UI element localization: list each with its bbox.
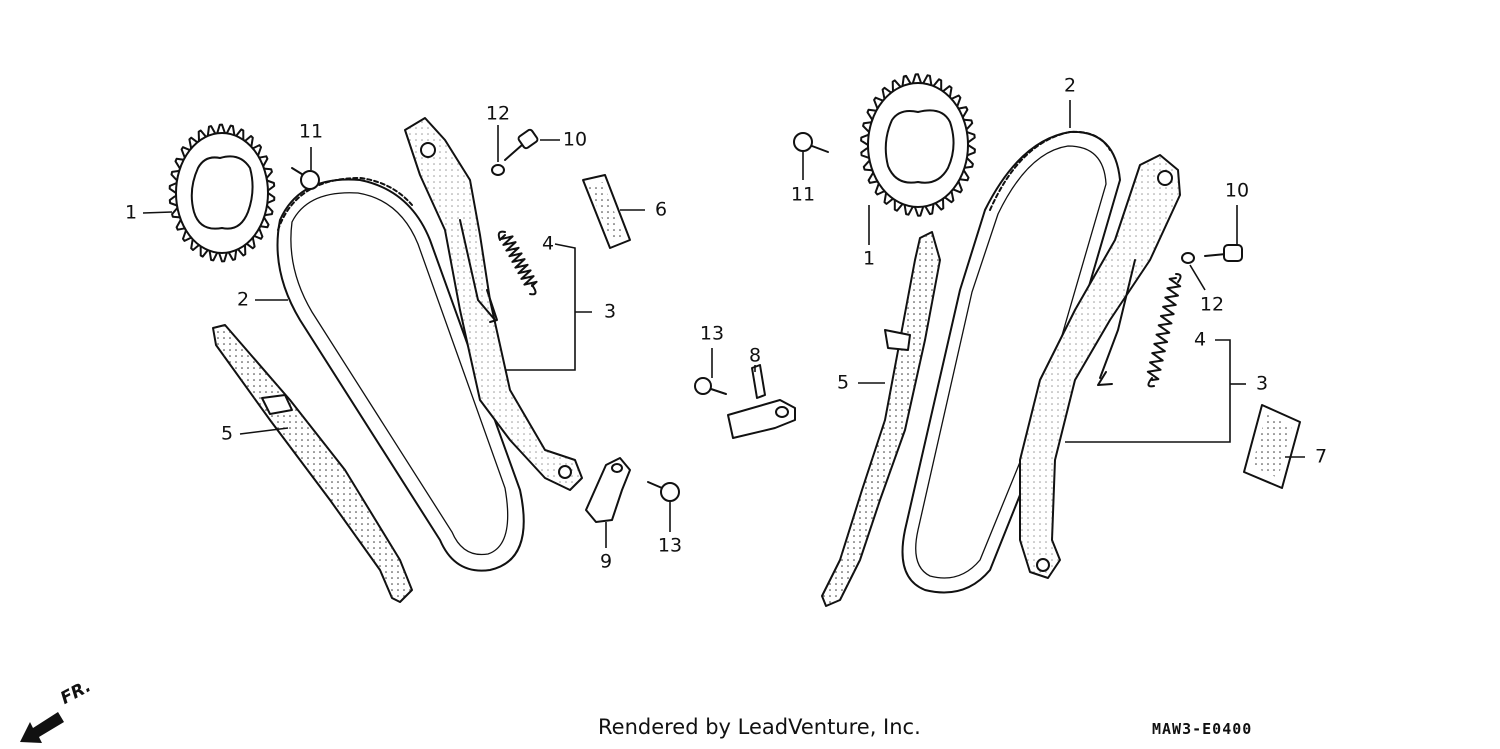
right-pad[interactable]	[1243, 404, 1301, 489]
callout-right-washer[interactable]: 12	[1200, 294, 1224, 316]
right-washer[interactable]	[1181, 252, 1195, 264]
right-chain-guide[interactable]	[821, 231, 941, 607]
left-sprocket-bolt[interactable]	[291, 167, 320, 190]
callout-left-pad[interactable]: 6	[655, 199, 667, 221]
right-sprocket[interactable]	[860, 73, 976, 217]
left-pad[interactable]	[582, 174, 631, 249]
callout-right-bolt-tensioner[interactable]: 10	[1225, 180, 1249, 202]
callout-left-bolt-sprocket[interactable]: 11	[299, 121, 323, 143]
callout-center-stopper[interactable]: 9	[600, 551, 612, 573]
left-chain-tensioner[interactable]	[404, 117, 583, 491]
callout-center-bolt-lower[interactable]: 13	[658, 535, 682, 557]
right-chain-tensioner[interactable]	[1019, 154, 1181, 579]
callout-right-pad[interactable]: 7	[1315, 446, 1327, 468]
diagram-code: MAW3-E0400	[1152, 720, 1253, 738]
left-chain-guide[interactable]	[212, 324, 413, 603]
right-cam-chain[interactable]	[901, 130, 1121, 594]
front-direction-arrow-icon	[20, 712, 64, 743]
render-credit: Rendered by LeadVenture, Inc.	[598, 715, 921, 739]
center-stopper[interactable]	[585, 457, 631, 523]
right-tensioner-spring[interactable]	[1146, 273, 1182, 388]
callout-right-bolt-sprocket[interactable]: 11	[791, 184, 815, 206]
callout-left-sprocket[interactable]: 1	[125, 202, 137, 224]
callout-left-chain[interactable]: 2	[237, 289, 249, 311]
callout-numbers: 1 2 3 4 5 6 12 10 11 13 8 9 13 1 2 3 4 5…	[125, 75, 1327, 573]
callout-right-sprocket[interactable]: 1	[863, 248, 875, 270]
center-plate[interactable]	[727, 364, 796, 439]
right-assembly	[793, 73, 1301, 607]
callout-left-guide[interactable]: 5	[221, 423, 233, 445]
callout-right-spring[interactable]: 4	[1194, 329, 1206, 351]
left-assembly	[168, 117, 631, 603]
right-sprocket-bolt[interactable]	[793, 132, 829, 153]
center-parts	[585, 364, 796, 523]
left-tensioner-spring[interactable]	[497, 230, 538, 296]
callout-center-plate[interactable]: 8	[749, 345, 761, 367]
callout-center-bolt-upper[interactable]: 13	[700, 323, 724, 345]
callout-left-washer[interactable]: 12	[486, 103, 510, 125]
left-sprocket[interactable]	[168, 123, 276, 263]
left-cam-chain[interactable]	[276, 177, 525, 572]
callout-left-bolt-tensioner[interactable]: 10	[563, 129, 587, 151]
callout-left-tensioner-assy[interactable]: 3	[604, 301, 616, 323]
leader-lines	[142, 100, 1305, 548]
callout-right-chain[interactable]: 2	[1064, 75, 1076, 97]
left-washer[interactable]	[491, 164, 505, 176]
left-tensioner-bolt[interactable]	[504, 128, 539, 161]
right-tensioner-bolt[interactable]	[1204, 244, 1243, 262]
callout-right-guide[interactable]: 5	[837, 372, 849, 394]
callout-right-tensioner-assy[interactable]: 3	[1256, 373, 1268, 395]
center-bolt-lower[interactable]	[647, 481, 680, 502]
center-bolt-upper[interactable]	[694, 377, 727, 395]
callout-left-spring[interactable]: 4	[542, 233, 554, 255]
